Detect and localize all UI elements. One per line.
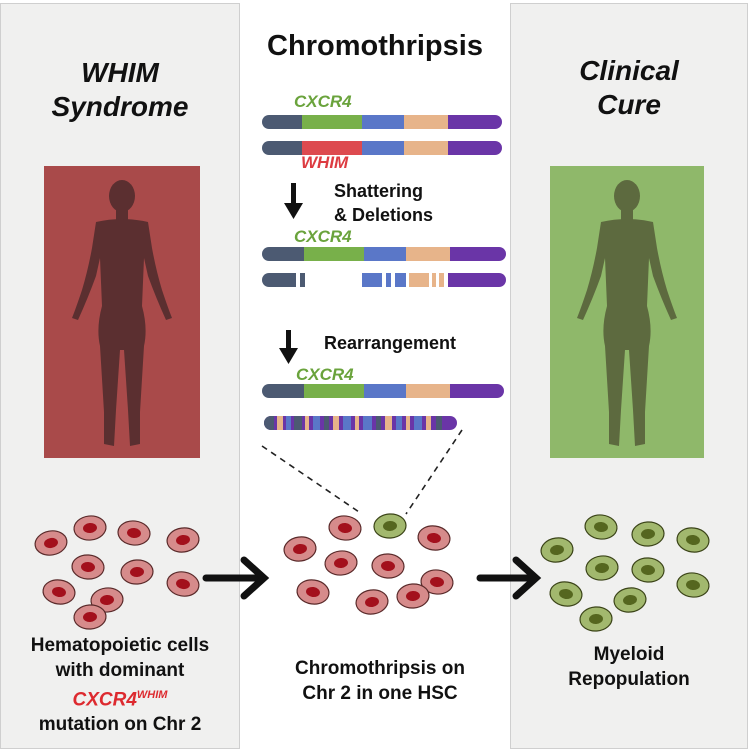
- caption-line: Chr 2 in one HSC: [302, 683, 458, 704]
- patient-silhouette-cured: [550, 166, 704, 458]
- caption-line: Chromothripsis on: [295, 658, 465, 679]
- chromosome-normal-3: [262, 384, 504, 398]
- down-arrow-icon: [279, 330, 298, 364]
- step-line: & Deletions: [334, 205, 434, 225]
- clinical-cure-title: Clinical Cure: [510, 54, 748, 122]
- chromosome-rearranged: [264, 416, 457, 430]
- myeloid-cells-normal: [540, 514, 710, 632]
- right-arrow-icon: [476, 556, 542, 600]
- step-line: Shattering: [334, 181, 424, 201]
- chromosome-normal-2: [262, 247, 506, 261]
- human-silhouette-icon: [577, 180, 677, 446]
- title-line: WHIM: [81, 57, 159, 88]
- zoom-line: [405, 429, 463, 515]
- shattering-label: Shattering & Deletions: [334, 179, 433, 227]
- title-line: Syndrome: [51, 91, 189, 122]
- gene-mutation-label: CXCR4WHIM: [0, 683, 240, 712]
- left-caption: Hematopoietic cells with dominant CXCR4W…: [0, 633, 240, 737]
- zoom-line: [261, 445, 363, 515]
- hematopoietic-cells-mixed: [283, 513, 454, 615]
- gene-label-cxcr4: CXCR4: [294, 227, 352, 246]
- center-caption: Chromothripsis on Chr 2 in one HSC: [250, 656, 510, 706]
- chromothripsis-title: Chromothripsis: [267, 30, 483, 62]
- caption-line: Myeloid: [593, 644, 665, 665]
- gene-label-whim: WHIM: [301, 153, 349, 172]
- chromosome-whim: [262, 141, 502, 155]
- whim-syndrome-title: WHIM Syndrome: [0, 56, 240, 124]
- title-line: Cure: [597, 89, 661, 120]
- down-arrow-icon: [284, 183, 303, 219]
- right-caption: Myeloid Repopulation: [510, 642, 748, 692]
- human-silhouette-icon: [72, 180, 172, 446]
- hematopoietic-cells-whim: [34, 515, 200, 630]
- gene-superscript: WHIM: [136, 689, 168, 701]
- caption-line: mutation on Chr 2: [38, 714, 202, 736]
- caption-line: Hematopoietic cells: [30, 635, 210, 656]
- title-line: Clinical: [579, 55, 679, 86]
- right-arrow-icon: [202, 556, 270, 600]
- gene-label-cxcr4: CXCR4: [296, 365, 354, 384]
- gene-name: CXCR4: [72, 689, 137, 711]
- caption-line: with dominant: [55, 660, 185, 681]
- gene-label-cxcr4: CXCR4: [294, 92, 352, 111]
- patient-silhouette-sick: [44, 166, 200, 458]
- caption-line: Repopulation: [568, 669, 690, 690]
- chromosome-shattered: [262, 273, 506, 287]
- rearrangement-label: Rearrangement: [324, 333, 457, 353]
- chromosome-normal-1: [262, 115, 502, 129]
